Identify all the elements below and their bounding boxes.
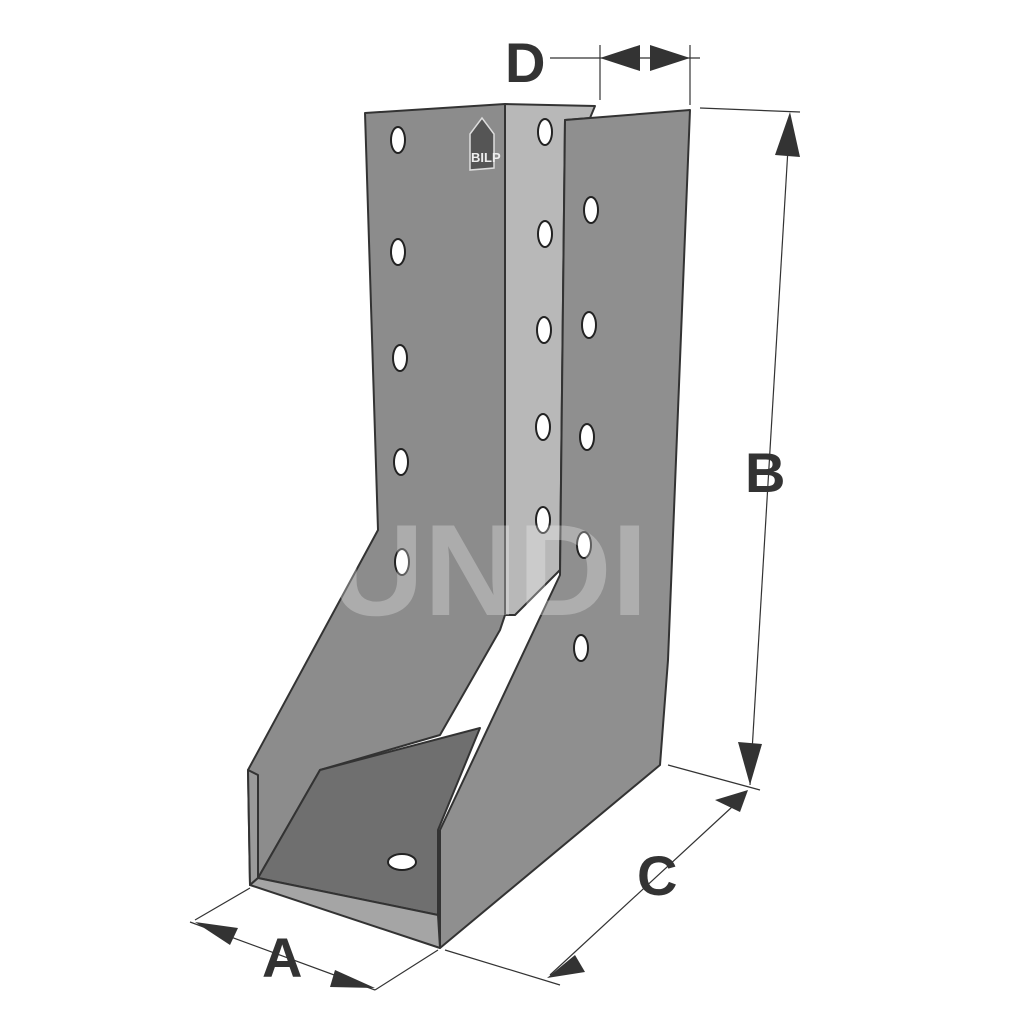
nail-hole [576, 531, 592, 559]
logo-text: BILP [471, 150, 501, 165]
seat-lip [249, 877, 441, 949]
nail-hole [537, 220, 553, 248]
nail-hole [583, 196, 599, 224]
nail-hole [537, 118, 553, 146]
nail-hole [535, 506, 551, 534]
bilp-logo: BILP [469, 116, 501, 171]
nail-hole [394, 548, 410, 576]
nail-hole [536, 316, 552, 344]
dimension-label-b: B [745, 441, 785, 504]
nail-hole [581, 311, 597, 339]
dimension-arrows [195, 45, 800, 988]
dimension-label-a: A [262, 926, 302, 989]
watermark: UNDI [330, 497, 648, 643]
nail-hole [392, 344, 408, 372]
nail-hole [535, 413, 551, 441]
nail-hole [390, 238, 406, 266]
nail-hole [390, 126, 406, 154]
right-plate [439, 109, 691, 949]
nail-hole [573, 634, 589, 662]
nail-hole [579, 423, 595, 451]
left-wall [247, 769, 259, 886]
nail-hole [393, 448, 409, 476]
dimension-label-c: C [637, 844, 677, 907]
seat-hole [387, 853, 417, 871]
dimension-label-d: D [505, 31, 545, 94]
